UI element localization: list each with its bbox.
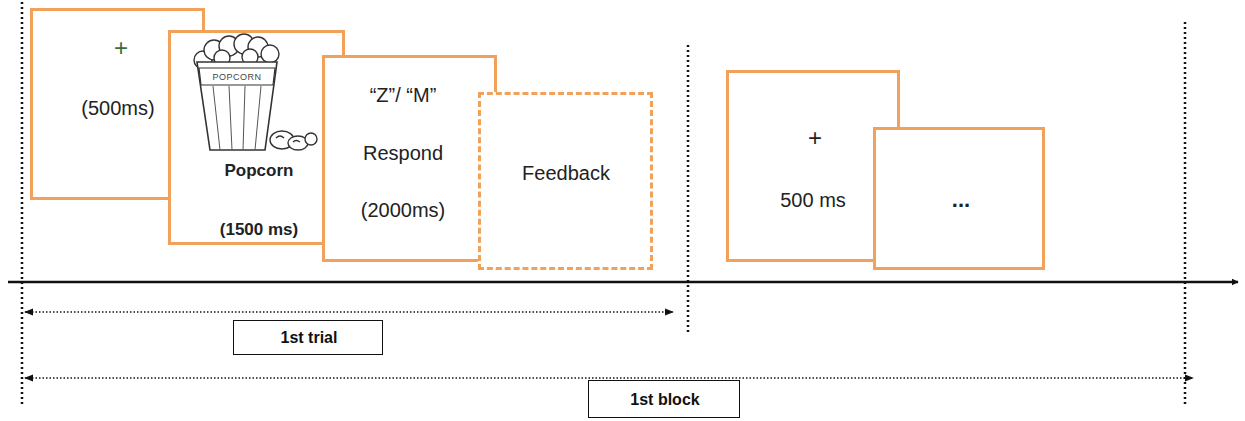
frame-text: +: [732, 124, 898, 152]
frame-text: Popcorn: [174, 161, 344, 181]
block-boundary: [1184, 22, 1187, 405]
frame-text: ...: [879, 187, 1043, 212]
bucket-stripes: [213, 86, 261, 150]
block-span-arrow: [25, 377, 1193, 378]
frame-subtext: (1500 ms): [174, 220, 344, 240]
frame-text: “Z”/ “M”: [328, 84, 478, 107]
feedback-frame: Feedback: [478, 92, 653, 270]
popcorn-kernels: [270, 131, 317, 150]
trial-boundary: [687, 45, 690, 335]
frame-text: +: [37, 34, 205, 62]
frame-text: 1st block: [592, 391, 738, 409]
frame-text: 1st trial: [237, 329, 381, 347]
popcorn-bucket: [197, 62, 277, 150]
response-frame: “Z”/ “M” Respond (2000ms): [322, 55, 497, 262]
trial-span-arrow: [25, 311, 673, 312]
bucket-print: POPCORN: [212, 72, 261, 82]
block-label-box: 1st block: [588, 380, 740, 418]
next-frame: ...: [873, 127, 1045, 270]
bucket-band: [199, 68, 275, 85]
frame-subtext: (2000ms): [328, 199, 478, 222]
trial-label-box: 1st trial: [233, 320, 383, 355]
block-boundary: [21, 2, 24, 405]
frame-text: Feedback: [484, 162, 648, 185]
frame-subtext: Respond: [328, 142, 478, 165]
time-axis: [8, 281, 1238, 284]
frame-subtext: 500 ms: [732, 189, 894, 212]
frame-subtext: (500ms): [36, 97, 200, 120]
